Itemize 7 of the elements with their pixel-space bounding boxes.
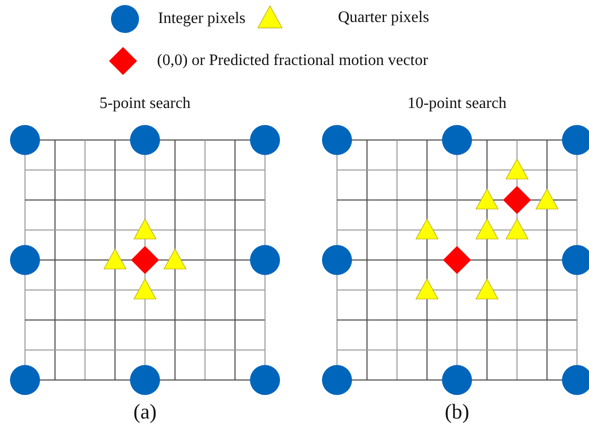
legend-label: Integer pixels <box>158 10 246 28</box>
panel-caption: (a) <box>133 400 157 424</box>
legend-label: Quarter pixels <box>338 9 430 27</box>
panel-title: 5-point search <box>99 95 191 113</box>
panel-title: 10-point search <box>407 95 507 113</box>
legend-label: (0,0) or Predicted fractional motion vector <box>157 52 428 70</box>
panel-caption: (b) <box>444 400 470 424</box>
